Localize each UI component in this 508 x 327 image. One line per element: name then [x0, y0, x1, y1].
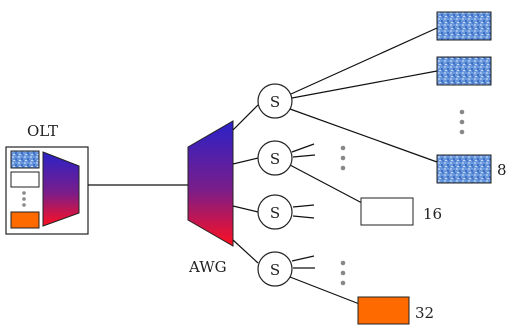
splitter-2: S: [257, 140, 293, 176]
onu-white-icon: [360, 197, 414, 226]
onu-count-16: 16: [423, 205, 442, 223]
drop-fiber: [291, 70, 438, 99]
splitter-label: S: [270, 204, 280, 222]
awg-splitter-link: [232, 104, 259, 131]
drop-fiber: [289, 164, 363, 204]
drop-fiber: [290, 27, 438, 95]
drop-fiber: [292, 154, 316, 158]
olt-onu-orange-icon: [10, 211, 40, 229]
drop-fiber: [289, 276, 363, 306]
awg-splitter-link: [232, 205, 259, 213]
olt-mux-icon: [42, 151, 80, 227]
awg-splitter-link: [232, 239, 259, 264]
onu-count-8: 8: [497, 161, 507, 179]
awg-label: AWG: [188, 258, 227, 276]
splitter-3: S: [257, 194, 293, 230]
ellipsis-dots: [459, 109, 465, 135]
splitter-label: S: [270, 93, 280, 111]
onu-blue-icon: [436, 11, 492, 41]
drop-fiber: [289, 108, 438, 163]
olt-dot: [22, 203, 26, 207]
drop-fiber: [291, 143, 315, 153]
olt-onu-white-icon: [10, 171, 40, 188]
onu-blue-icon: [436, 56, 492, 86]
splitter-1: S: [257, 83, 293, 119]
awg-splitter-link: [232, 157, 259, 165]
splitter-label: S: [270, 150, 280, 168]
onu-count-32: 32: [415, 304, 434, 322]
olt-dot: [22, 197, 26, 201]
ellipsis-dots: [340, 145, 346, 171]
splitter-label: S: [270, 261, 280, 279]
ellipsis-dots: [340, 260, 346, 286]
splitter-4: S: [257, 251, 293, 287]
olt-onu-blue-icon: [10, 150, 40, 169]
onu-orange-icon: [357, 296, 410, 325]
drop-fiber: [291, 255, 315, 262]
olt-dot: [22, 191, 26, 195]
olt-label: OLT: [27, 122, 58, 140]
drop-fiber: [292, 204, 315, 208]
drop-fiber: [292, 215, 315, 219]
onu-blue-icon: [436, 154, 492, 184]
awg-icon: [187, 120, 234, 247]
